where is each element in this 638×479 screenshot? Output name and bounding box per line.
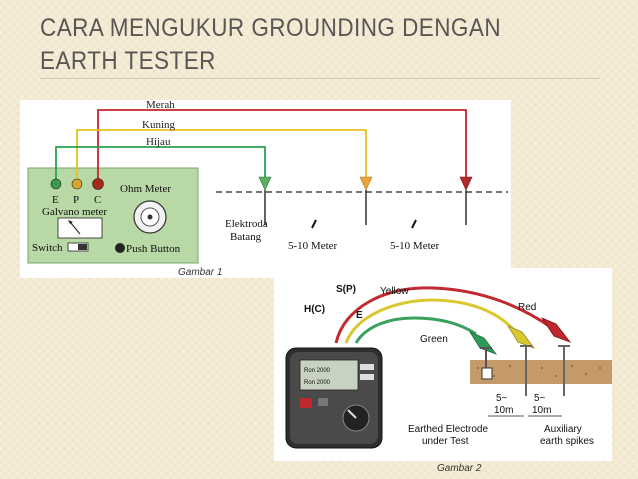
galvano-needle-arrow-icon <box>68 220 73 224</box>
label-e: E <box>356 310 363 321</box>
cable-green <box>354 316 477 344</box>
meter-display-line-2: Ron 2000 <box>304 380 331 386</box>
distance-1-top: 5~ <box>496 393 508 404</box>
ohm-meter-knob-center <box>147 214 153 220</box>
label-sp: S(P) <box>336 284 356 295</box>
earthed-electrode-box <box>481 367 493 380</box>
distance-2-top: 5~ <box>534 393 546 404</box>
electrode-yellow-icon <box>359 176 373 191</box>
figure-1-panel: Merah Kuning Hijau E P C Galvano meter O… <box>20 100 511 278</box>
wire-green <box>55 146 266 180</box>
meter-grey-button[interactable] <box>318 398 328 406</box>
cable-yellow <box>344 298 516 344</box>
distance-label-1: 5-10 Meter <box>288 240 338 252</box>
terminal-p <box>71 178 83 190</box>
distance-2-bottom: 10m <box>532 405 551 416</box>
meter-red-button[interactable] <box>300 398 312 408</box>
terminal-label-e: E <box>52 194 59 206</box>
meter-dial-pointer <box>347 409 357 419</box>
meter-label-strip <box>360 364 374 370</box>
terminal-e <box>50 178 62 190</box>
cable-red <box>334 286 553 344</box>
electrode-red-icon <box>459 176 473 191</box>
terminal-label-p: P <box>73 194 79 206</box>
clip-red-icon <box>540 317 572 343</box>
ohm-meter-label: Ohm Meter <box>120 183 171 195</box>
figure-2-caption: Gambar 2 <box>437 463 482 474</box>
slide-title: CARA MENGUKUR GROUNDING DENGAN EARTH TES… <box>40 12 501 78</box>
label-green: Green <box>420 334 448 345</box>
slide-title-line-2: EARTH TESTER <box>40 47 216 75</box>
switch-lever <box>78 244 87 250</box>
push-button-label: Push Button <box>126 243 181 255</box>
distance-mark-1 <box>311 219 317 229</box>
soil-layer <box>470 360 612 384</box>
wire-label-red: Merah <box>146 100 175 111</box>
figure-2-panel: 5~ 10m 5~ 10m H(C) S(P) E Yellow Red Gre… <box>274 268 612 461</box>
wire-label-green: Hijau <box>146 136 171 148</box>
meter-label-strip-2 <box>360 374 374 380</box>
title-underline <box>40 78 600 79</box>
electrode-label-line-2: Batang <box>230 231 262 243</box>
electrode-label-line-1: Elektroda <box>225 218 268 230</box>
terminal-c <box>92 178 104 190</box>
galvano-meter-needle <box>69 221 81 235</box>
label-yellow: Yellow <box>380 286 409 297</box>
slide-title-line-1: CARA MENGUKUR GROUNDING DENGAN <box>40 14 502 42</box>
clip-yellow-icon <box>506 325 536 349</box>
distance-1-bottom: 10m <box>494 405 513 416</box>
figure-1-caption: Gambar 1 <box>178 267 223 278</box>
earthed-electrode-line-1: Earthed Electrode <box>408 424 488 435</box>
switch-label: Switch <box>32 242 63 254</box>
figure-1-diagram: Merah Kuning Hijau E P C Galvano meter O… <box>27 100 508 264</box>
terminal-label-c: C <box>94 194 101 206</box>
push-button-icon <box>115 243 125 253</box>
distance-mark-2 <box>411 219 417 229</box>
figure-2-diagram: 5~ 10m 5~ 10m H(C) S(P) E Yellow Red Gre… <box>285 284 612 449</box>
meter-display-line-1: Ron 2000 <box>304 368 331 374</box>
label-hc: H(C) <box>304 304 325 315</box>
earth-tester-meter: Ron 2000 Ron 2000 <box>285 347 383 449</box>
earthed-electrode-line-2: under Test <box>422 436 469 447</box>
galvano-meter-label: Galvano meter <box>42 206 107 218</box>
clip-green-icon <box>468 331 498 355</box>
wire-label-yellow: Kuning <box>142 119 176 131</box>
auxiliary-line-1: Auxiliary <box>544 424 582 435</box>
meter-display <box>299 359 359 391</box>
wire-red <box>97 109 467 180</box>
galvano-meter-dial <box>57 217 103 239</box>
distance-label-2: 5-10 Meter <box>390 240 440 252</box>
electrode-green-icon <box>258 176 272 191</box>
auxiliary-line-2: earth spikes <box>540 436 594 447</box>
label-red: Red <box>518 302 536 313</box>
wire-yellow <box>76 129 367 180</box>
